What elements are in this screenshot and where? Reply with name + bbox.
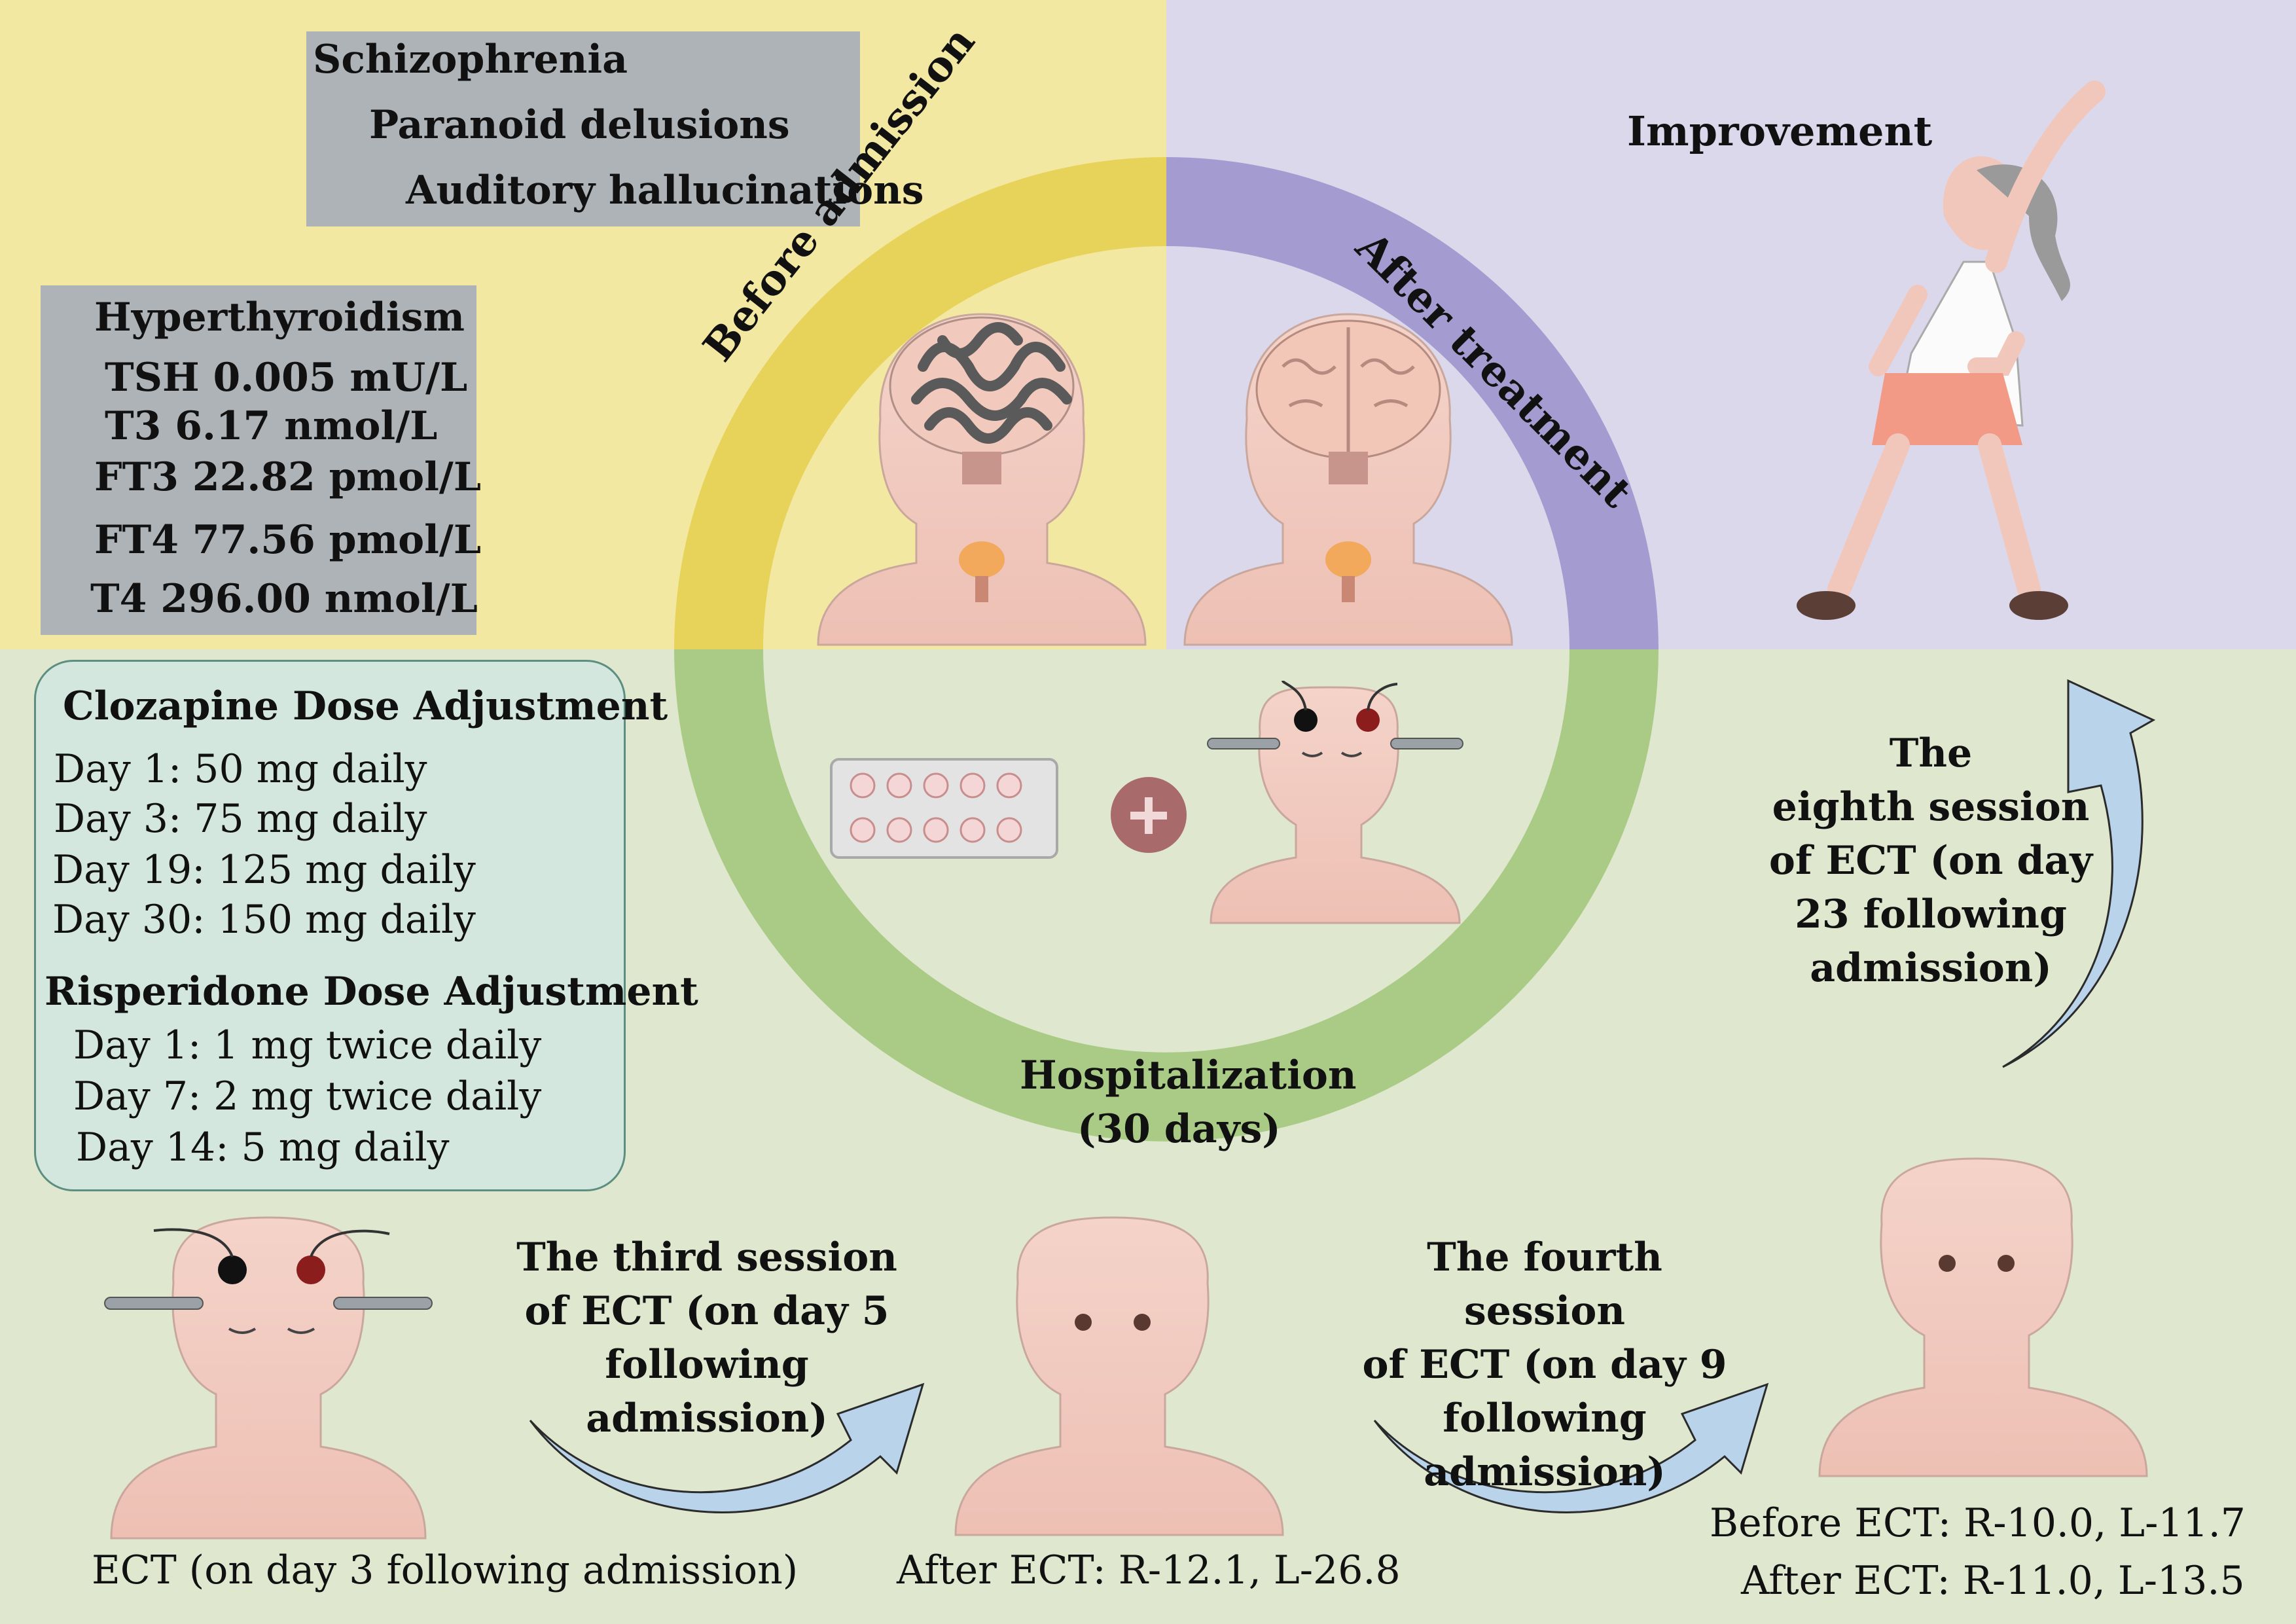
third-session-line: following (605, 1342, 809, 1388)
fourth-session-line: admission) (1424, 1449, 1666, 1495)
third-session-line: of ECT (on day 5 (524, 1288, 889, 1334)
medication-box (34, 660, 626, 1191)
third-session-line: The third session (516, 1235, 897, 1280)
eighth-session-line: of ECT (on day (1768, 838, 2093, 884)
risperidone-dose: Day 7: 2 mg twice daily (73, 1074, 542, 1119)
hospitalization-label: Hospitalization (1020, 1053, 1357, 1098)
after-third-caption: After ECT: R-12.1, L-26.8 (897, 1547, 1401, 1593)
clozapine-dose: Day 30: 150 mg daily (52, 897, 476, 943)
lab-value: FT3 22.82 pmol/L (94, 454, 482, 500)
third-session-line: admission) (586, 1396, 828, 1441)
risperidone-title: Risperidone Dose Adjustment (45, 969, 698, 1015)
clozapine-dose: Day 1: 50 mg daily (54, 746, 427, 792)
clozapine-dose: Day 3: 75 mg daily (54, 796, 427, 842)
lab-value: TSH 0.005 mU/L (105, 355, 468, 401)
eighth-session-line: admission) (1810, 945, 2052, 991)
fourth-session-label: The fourth session of ECT (on day 9 foll… (1348, 1231, 1741, 1499)
third-session-label: The third session of ECT (on day 5 follo… (511, 1231, 903, 1445)
diagnosis-item: Paranoid delusions (369, 102, 790, 148)
eighth-session-line: The (1889, 731, 1973, 776)
hospitalization-duration: (30 days) (1077, 1106, 1281, 1152)
fourth-session-line: of ECT (on day 9 (1362, 1342, 1727, 1388)
diagnosis-box: Schizophrenia Paranoid delusions Auditor… (306, 31, 924, 226)
diagnosis-title: Schizophrenia (313, 37, 628, 82)
eighth-session-label: The eighth session of ECT (on day 23 fol… (1741, 727, 2121, 995)
risperidone-dose: Day 1: 1 mg twice daily (73, 1022, 542, 1068)
clozapine-title: Clozapine Dose Adjustment (63, 683, 668, 729)
diagnosis-item: Auditory hallucinations (406, 168, 924, 213)
lab-value: T3 6.17 nmol/L (105, 403, 438, 449)
after-fourth-caption: After ECT: R-11.0, L-13.5 (1741, 1558, 2245, 1604)
first-ect-caption: ECT (on day 3 following admission) (92, 1547, 798, 1593)
risperidone-dose: Day 14: 5 mg daily (76, 1125, 450, 1170)
eighth-session-line: 23 following (1795, 892, 2067, 937)
lab-value: T4 296.00 nmol/L (90, 576, 478, 622)
after-treatment-panel (1166, 0, 2296, 649)
before-fourth-caption: Before ECT: R-10.0, L-11.7 (1710, 1500, 2246, 1546)
lab-value: FT4 77.56 pmol/L (94, 517, 482, 563)
thyroid-labs-box: Hyperthyroidism TSH 0.005 mU/L T3 6.17 n… (41, 285, 481, 635)
thyroid-title: Hyperthyroidism (94, 295, 465, 340)
eighth-session-line: eighth session (1772, 784, 2090, 830)
clozapine-dose: Day 19: 125 mg daily (52, 847, 476, 893)
fourth-session-line: The fourth session (1427, 1235, 1662, 1334)
improvement-label: Improvement (1627, 107, 1933, 155)
fourth-session-line: following (1443, 1396, 1647, 1441)
